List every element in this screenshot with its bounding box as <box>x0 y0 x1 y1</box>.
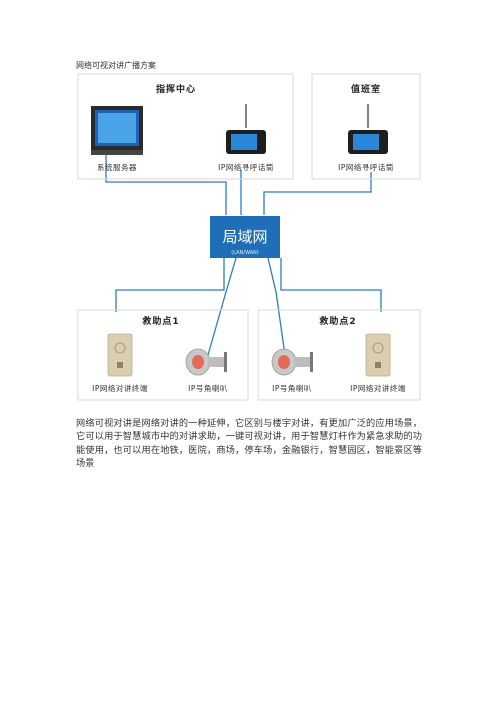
command-center-title: 指挥中心 <box>156 83 196 95</box>
help-point-1-title: 救助点1 <box>142 315 179 327</box>
lan-label: 局域网 <box>222 228 267 246</box>
horn-speaker-icon <box>185 348 227 376</box>
help-point-2-title: 救助点2 <box>319 315 356 327</box>
connection-lines <box>105 150 382 363</box>
network-diagram: 指挥中心 系统服务器 IP网络寻呼话筒 值班室 IP网络寻呼话筒 局域网 <box>77 73 421 401</box>
help-point-1-panel: 救助点1 IP网络对讲终端 IP号角喇叭 <box>77 309 249 401</box>
intercom-terminal-icon <box>365 333 391 377</box>
intercom-terminal-icon <box>107 333 133 377</box>
help-point-1-terminal-label: IP网络对讲终端 <box>92 383 148 393</box>
command-center-panel: 指挥中心 系统服务器 IP网络寻呼话筒 <box>77 73 294 180</box>
description-paragraph: 网络可视对讲是网络对讲的一种延伸，它区别与楼宇对讲，有更加广泛的应用场景，它可以… <box>76 418 422 469</box>
paging-microphone-icon <box>226 104 266 154</box>
horn-speaker-icon <box>271 348 313 376</box>
help-point-2-panel: 救助点2 IP号角喇叭 IP网络对讲终端 <box>257 309 421 401</box>
lan-box: 局域网 (LAN/WAN) <box>210 216 280 258</box>
lan-sublabel: (LAN/WAN) <box>231 250 259 256</box>
help-point-2-terminal-label: IP网络对讲终端 <box>350 383 406 393</box>
help-point-2-horn-label: IP号角喇叭 <box>272 383 312 393</box>
document-title: 网络可视对讲广播方案 <box>76 61 156 70</box>
server-label: 系统服务器 <box>97 162 137 172</box>
help-point-1-horn-label: IP号角喇叭 <box>188 383 228 393</box>
duty-room-title: 值班室 <box>351 83 381 95</box>
server-icon <box>91 106 143 155</box>
duty-room-mic-label: IP网络寻呼话筒 <box>338 162 394 172</box>
paging-microphone-icon <box>348 104 388 154</box>
command-center-mic-label: IP网络寻呼话筒 <box>218 162 274 172</box>
duty-room-panel: 值班室 IP网络寻呼话筒 <box>311 73 421 180</box>
